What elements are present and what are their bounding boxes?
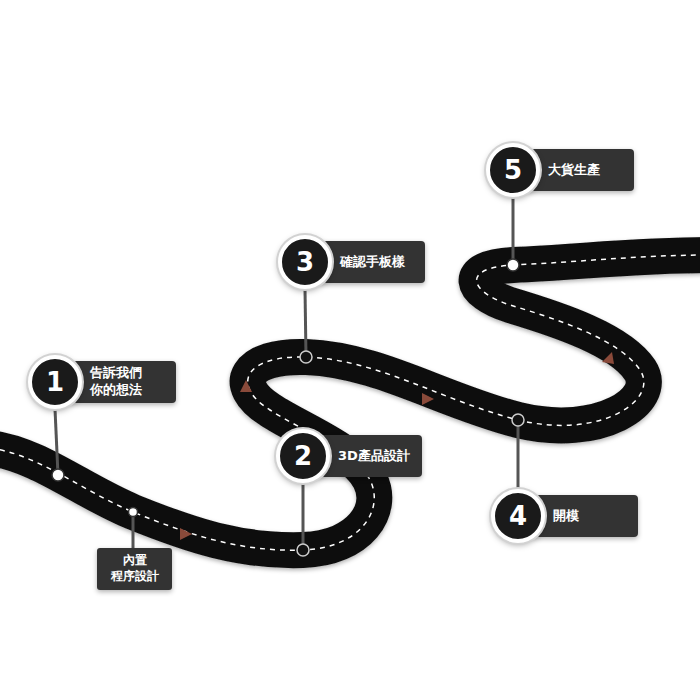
step-number: 5 — [486, 143, 540, 197]
leader-line — [305, 289, 306, 357]
leader-line — [517, 420, 520, 489]
note-box: 內置 程序設計 — [97, 548, 172, 590]
step-label: 開模 — [531, 495, 638, 537]
road-arrow — [602, 352, 614, 364]
road-dot — [129, 508, 138, 517]
road-dot — [300, 351, 312, 363]
road-dot — [512, 414, 524, 426]
step-number: 2 — [276, 429, 330, 483]
step-marker: 4開模 — [491, 489, 638, 543]
step-label: 大貨生產 — [526, 149, 634, 191]
road-dot — [52, 469, 64, 481]
leader-line — [302, 483, 305, 550]
step-label: 確認手板樣 — [318, 241, 425, 283]
road-arrow — [240, 380, 252, 392]
road-arrow — [180, 528, 192, 540]
leader-line — [512, 197, 515, 265]
leader-lines — [55, 197, 518, 550]
step-number: 3 — [278, 235, 332, 289]
step-marker: 3確認手板樣 — [278, 235, 425, 289]
road-dot — [507, 259, 519, 271]
step-number: 4 — [491, 489, 545, 543]
step-number: 1 — [28, 355, 82, 409]
step-label: 3D產品設計 — [316, 435, 422, 477]
road-dot — [297, 544, 309, 556]
road-dots — [52, 259, 524, 556]
road-center-line — [0, 255, 700, 550]
step-marker: 1告訴我們 你的想法 — [28, 355, 176, 409]
road — [0, 255, 700, 550]
step-marker: 5大貨生產 — [486, 143, 634, 197]
road-arrow — [422, 393, 434, 405]
step-label: 告訴我們 你的想法 — [68, 361, 176, 403]
step-marker: 23D產品設計 — [276, 429, 422, 483]
leader-line — [55, 409, 58, 475]
leader-line — [132, 512, 135, 548]
note-label: 內置 程序設計 — [97, 548, 172, 590]
